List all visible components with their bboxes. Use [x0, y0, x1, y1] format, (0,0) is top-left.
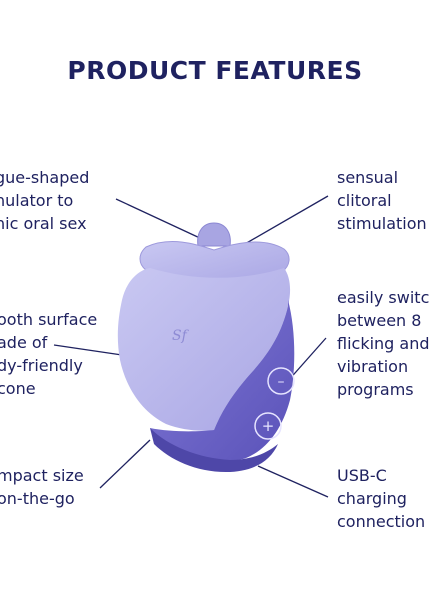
feature-line: flicking and — [337, 334, 430, 353]
brand-logo: Sf — [172, 328, 190, 344]
callout-line-usb — [257, 465, 329, 498]
feature-line: cone — [0, 379, 36, 398]
feature-line: vibration — [337, 357, 409, 376]
feature-tongue-shaped: gue-shaped nulator to nic oral sex — [0, 166, 89, 235]
feature-line: USB-C — [337, 466, 387, 485]
tongue-tip — [197, 222, 231, 247]
feature-line: nulator to — [0, 191, 74, 210]
callout-line-tongue — [115, 198, 203, 240]
feature-line: between 8 — [337, 311, 422, 330]
feature-line: ade of — [0, 333, 48, 352]
device-base — [150, 428, 278, 472]
feature-usb-charging: USB-C charging connection — [337, 464, 425, 533]
minus-icon: – — [278, 374, 285, 390]
feature-line: programs — [337, 380, 414, 399]
feature-programs: easily switc between 8 flicking and vibr… — [337, 286, 430, 401]
callout-line-size — [99, 439, 151, 489]
feature-line: connection — [337, 512, 426, 531]
feature-line: ooth surface — [0, 310, 98, 329]
feature-line: mpact size — [0, 466, 84, 485]
feature-compact-size: mpact size on-the-go — [0, 464, 84, 510]
callout-lines — [53, 195, 329, 498]
plus-button[interactable] — [254, 412, 282, 440]
feature-line: sensual — [337, 168, 399, 187]
feature-line: nic oral sex — [0, 214, 87, 233]
feature-line: dy-friendly — [0, 356, 83, 375]
callout-line-surface — [53, 344, 123, 356]
plus-icon: + — [262, 417, 275, 435]
callout-line-stimulation — [237, 195, 329, 249]
feature-line: charging — [337, 489, 407, 508]
feature-line: gue-shaped — [0, 168, 90, 187]
feature-line: easily switc — [337, 288, 430, 307]
callout-line-programs — [286, 337, 327, 383]
feature-stimulation: sensual clitoral stimulation — [337, 166, 427, 235]
feature-line: on-the-go — [0, 489, 75, 508]
page-title: PRODUCT FEATURES — [67, 56, 363, 85]
feature-smooth-surface: ooth surface ade of dy-friendly cone — [0, 308, 97, 400]
device-panel — [150, 300, 295, 462]
device-body — [117, 268, 291, 431]
minus-button[interactable] — [267, 367, 295, 395]
feature-line: stimulation — [337, 214, 427, 233]
feature-line: clitoral — [337, 191, 392, 210]
